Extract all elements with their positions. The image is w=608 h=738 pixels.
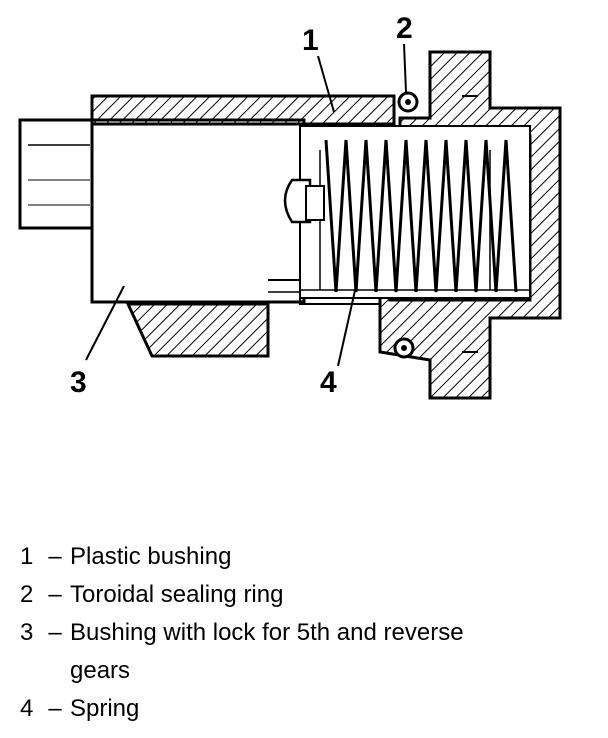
leader-line-1 [317,55,335,113]
legend-number: 1 [20,543,34,570]
spring [324,139,518,293]
callout-1: 1 [302,24,319,57]
legend-number: 2 [20,581,34,608]
plastic-bushing-top [90,94,396,126]
legend-number: 3 [20,619,34,646]
callout-2: 2 [396,12,413,45]
legend-dash: – [48,695,62,722]
bushing-3-body [90,118,306,304]
legend: 1 – Plastic bushing 2 – Toroidal sealing… [20,538,600,728]
callout-3: 3 [70,366,87,399]
legend-dash: – [48,581,62,608]
leader-line-4 [337,285,357,367]
callout-4: 4 [320,366,337,399]
legend-item: 1 – Plastic bushing [20,538,600,576]
plastic-bushing-bottom [125,302,270,358]
bushing-3-tab [18,118,96,230]
legend-item: 4 – Spring [20,690,600,728]
legend-dash: – [48,619,62,646]
legend-text: Bushing with lock for 5th and reverse [70,619,464,646]
legend-text: Spring [70,695,140,722]
sealing-ring-top [397,91,419,113]
leader-line-2 [403,43,407,93]
legend-number: 4 [20,695,34,722]
sealing-ring-bottom [393,337,415,359]
leader-line-3 [85,285,125,361]
legend-item: 3 – Bushing with lock for 5th and revers… [20,614,600,652]
legend-text-continuation: gears [70,657,131,684]
legend-dash: – [48,543,62,570]
lock-detent [283,178,325,224]
legend-text: Plastic bushing [70,543,232,570]
legend-item: 2 – Toroidal sealing ring [20,576,600,614]
cross-section-diagram: 1 2 3 4 [18,12,562,400]
legend-text: Toroidal sealing ring [70,581,284,608]
